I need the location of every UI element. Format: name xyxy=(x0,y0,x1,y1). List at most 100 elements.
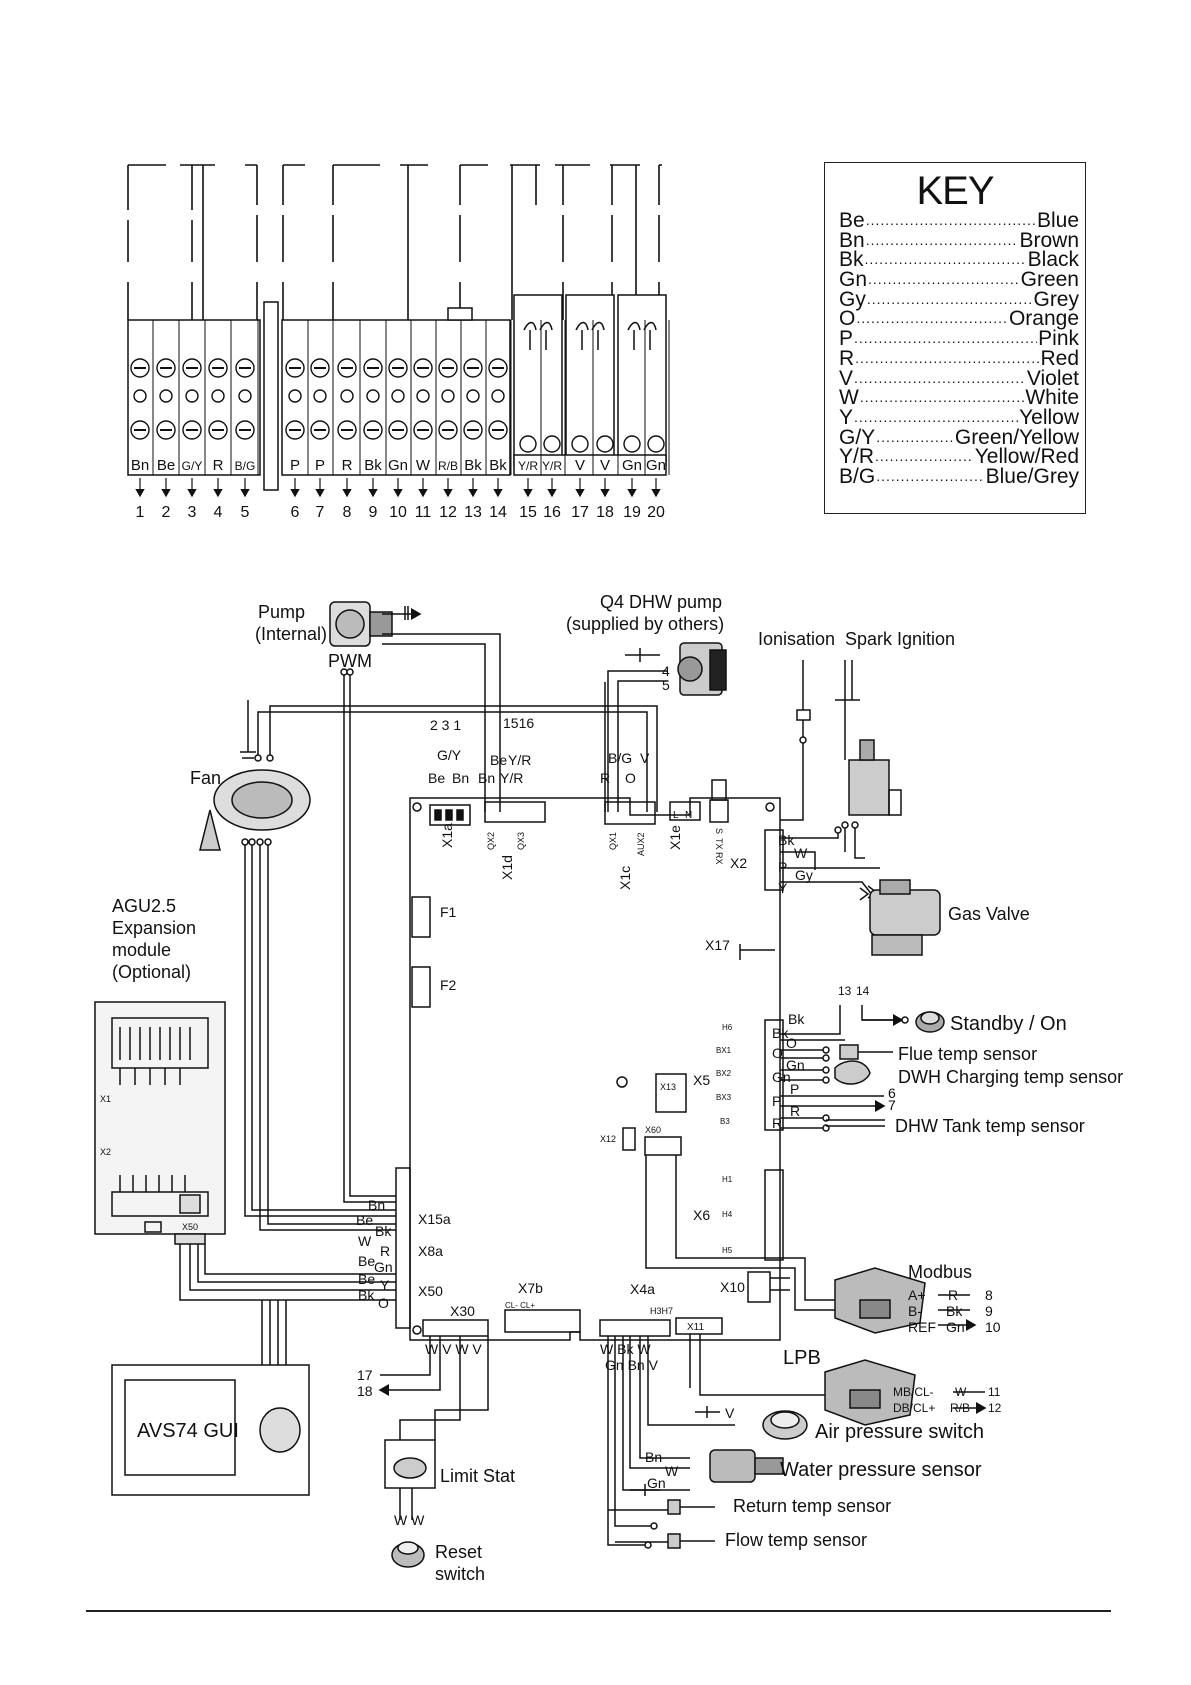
key-entry: GnGreen xyxy=(839,268,1079,292)
modbus-connector-icon xyxy=(834,1267,926,1334)
terminal-screws xyxy=(130,320,670,475)
key-leader-dots xyxy=(856,309,1008,329)
ionisation-electrode-icon xyxy=(796,660,811,721)
return-temp-sensor-icon xyxy=(667,1499,715,1515)
terminal-screw xyxy=(596,435,614,453)
key-title: KEY xyxy=(916,169,994,213)
wire-tag: Bk xyxy=(778,832,795,848)
key-color-name: Blue/Grey xyxy=(985,464,1079,488)
x60-label: X60 xyxy=(645,1125,661,1135)
wire-tag: R xyxy=(790,1103,800,1119)
terminal-screw xyxy=(340,389,354,403)
key-entry: BkBlack xyxy=(839,248,1079,272)
key-color-name: Black xyxy=(1027,248,1079,272)
key-entry: BeBlue xyxy=(839,209,1079,232)
key-code: Gn xyxy=(839,268,868,292)
wire-tag: Bk xyxy=(788,1011,805,1027)
wire-tag: 5 xyxy=(662,677,670,693)
l-label: L xyxy=(673,810,679,821)
f2-label: F2 xyxy=(440,977,457,993)
terminal-wire-label: Bk xyxy=(464,457,482,474)
key-code: G/Y xyxy=(839,425,876,449)
n-label: N xyxy=(685,810,692,821)
wire-tag: Y xyxy=(380,1277,390,1293)
wire-color-key: KEY BeBlueBnBrownBkBlackGnGreenGyGreyOOr… xyxy=(824,162,1086,514)
key-leader-dots xyxy=(866,211,1036,231)
reset-label-2: switch xyxy=(435,1564,485,1584)
wire-tag: 12 xyxy=(988,1401,1002,1415)
terminal-number: 20 xyxy=(647,504,665,521)
key-color-name: Yellow xyxy=(1019,405,1079,429)
wire-tag: Gy xyxy=(795,867,813,883)
terminal-number: 17 xyxy=(571,504,589,521)
fan-label: Fan xyxy=(190,768,221,788)
terminal-wire-label: P xyxy=(315,457,325,474)
wire-tag: Gn xyxy=(946,1319,965,1335)
terminal-wire-label: P xyxy=(290,457,300,474)
x1c-label: X1c xyxy=(617,866,633,890)
wire-tag: Y/R xyxy=(508,752,531,768)
module-x2-label: X2 xyxy=(100,1147,111,1157)
key-color-name: Yellow/Red xyxy=(974,445,1079,469)
pump-icon xyxy=(329,601,393,647)
cl-label: CL- CL+ xyxy=(505,1301,535,1310)
pump-label: Pump xyxy=(258,602,305,622)
water-pressure-sensor-icon xyxy=(709,1449,784,1483)
terminal-wire-label: Bn xyxy=(131,457,149,474)
terminal-wire-label: Gn xyxy=(622,457,642,474)
bx2-label: BX2 xyxy=(716,1069,732,1078)
key-list: BeBlueBnBrownBkBlackGnGreenGyGreyOOrange… xyxy=(839,209,1079,488)
wire-tag: 9 xyxy=(985,1303,993,1319)
wire-tag: REF xyxy=(908,1319,936,1335)
wire-tag: P xyxy=(790,1081,799,1097)
key-entry: GyGrey xyxy=(839,287,1079,311)
q4-pump-icon xyxy=(677,642,727,696)
terminal-screw xyxy=(441,389,455,403)
key-leader-dots xyxy=(866,231,1019,251)
wire-tag: W Bk W xyxy=(600,1341,651,1357)
terminal-wire-label: B/G xyxy=(235,459,256,473)
h4-label: H4 xyxy=(722,1210,733,1219)
wire-tag: 11 xyxy=(988,1385,1001,1399)
wire-tag: W xyxy=(794,845,808,861)
dwh-sensor-label: DWH Charging temp sensor xyxy=(898,1067,1123,1087)
air-pressure-switch-icon xyxy=(762,1410,808,1440)
terminal-screw xyxy=(211,389,225,403)
key-color-name: Grey xyxy=(1033,287,1079,311)
x30-label: X30 xyxy=(450,1303,475,1319)
x11-label: X11 xyxy=(687,1322,704,1333)
key-entry: B/GBlue/Grey xyxy=(839,464,1079,488)
agu-expansion-module-icon xyxy=(94,1001,226,1245)
module-x50-label: X50 xyxy=(182,1222,198,1232)
key-leader-dots xyxy=(860,388,1024,408)
key-code: Be xyxy=(839,209,865,232)
spark-electrode-icon xyxy=(835,660,902,816)
wire-tag: R/B xyxy=(950,1401,970,1415)
water-sensor-label: Water pressure sensor xyxy=(780,1459,982,1481)
key-code: V xyxy=(839,366,854,390)
terminal-screw xyxy=(623,435,641,453)
terminal-number: 5 xyxy=(241,504,250,521)
wire-tag: 7 xyxy=(888,1097,896,1113)
q4-pump-label: Q4 DHW pump xyxy=(600,592,722,612)
x13-label: X13 xyxy=(660,1082,676,1092)
wire-tag: B- xyxy=(908,1303,922,1319)
terminal-wire-label: V xyxy=(600,457,610,474)
key-leader-dots xyxy=(875,447,974,467)
agu-label-2: Expansion xyxy=(112,918,196,938)
key-entry: PPink xyxy=(839,328,1079,349)
avs-label: AVS74 GUI xyxy=(137,1420,239,1442)
terminal-number: 11 xyxy=(415,504,432,521)
key-entry: OOrange xyxy=(839,309,1079,330)
module-x1-label: X1 xyxy=(100,1094,111,1104)
modbus-label: Modbus xyxy=(908,1262,972,1282)
x50-label: X50 xyxy=(418,1283,443,1299)
terminal-screw xyxy=(519,435,537,453)
h6-label: H6 xyxy=(722,1023,733,1032)
wire-tag: R xyxy=(380,1243,390,1259)
dhw-tank-label: DHW Tank temp sensor xyxy=(895,1116,1085,1136)
wire-tag: R xyxy=(772,1115,782,1131)
agu-label-3: module xyxy=(112,940,171,960)
